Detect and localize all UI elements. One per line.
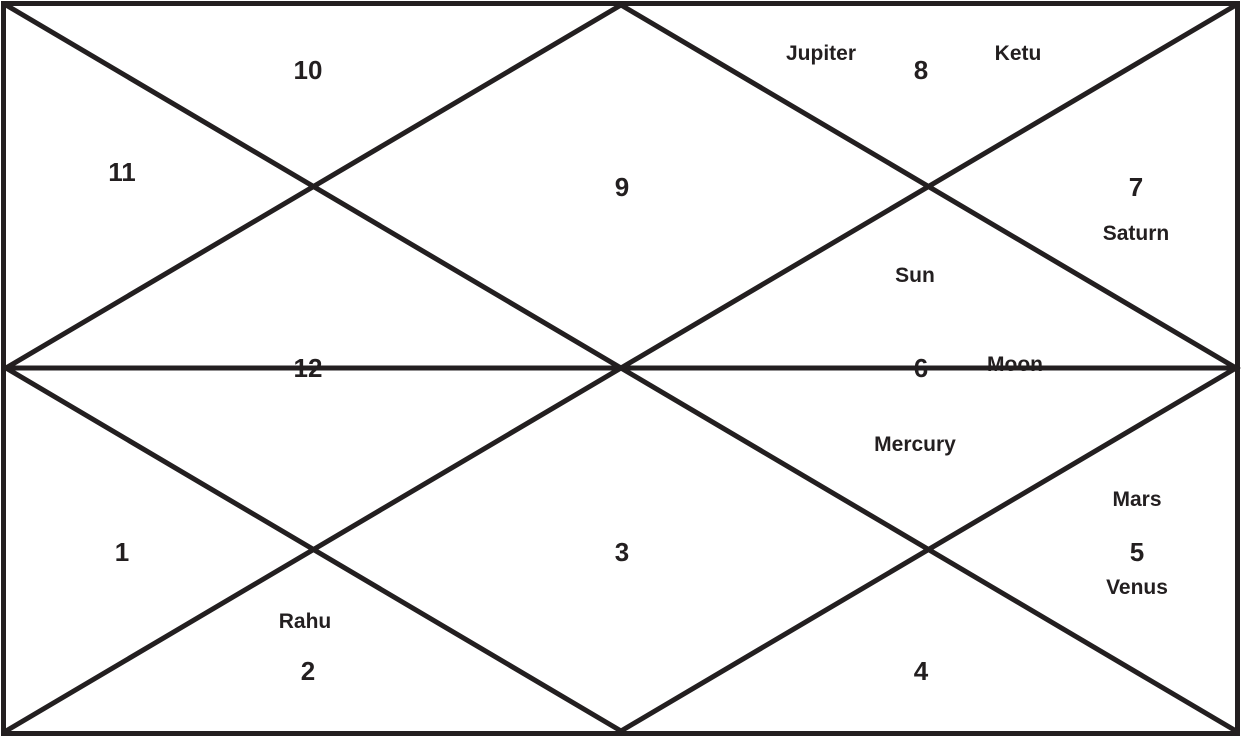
house-number-4: 4 bbox=[914, 656, 929, 686]
planet-jupiter: Jupiter bbox=[786, 42, 856, 65]
planet-mercury: Mercury bbox=[874, 433, 956, 456]
planet-sun: Sun bbox=[895, 264, 935, 287]
house-number-8: 8 bbox=[914, 55, 928, 85]
house-number-11: 11 bbox=[108, 157, 136, 187]
house-numbers: 10 9 8 11 7 12 6 1 3 5 2 4 bbox=[108, 55, 1144, 686]
house-number-6: 6 bbox=[914, 353, 928, 383]
planet-venus: Venus bbox=[1106, 576, 1168, 599]
house-number-5: 5 bbox=[1130, 537, 1144, 567]
planet-ketu: Ketu bbox=[995, 42, 1042, 65]
planet-labels: Jupiter Ketu Saturn Sun Moon Mercury Mar… bbox=[279, 42, 1170, 633]
house-number-9: 9 bbox=[615, 172, 629, 202]
planet-rahu: Rahu bbox=[279, 610, 332, 633]
house-number-3: 3 bbox=[615, 537, 629, 567]
house-number-10: 10 bbox=[294, 55, 323, 85]
planet-mars: Mars bbox=[1112, 488, 1161, 511]
house-number-12: 12 bbox=[294, 353, 323, 383]
house-number-2: 2 bbox=[301, 656, 315, 686]
house-number-1: 1 bbox=[115, 537, 129, 567]
planet-moon: Moon bbox=[987, 353, 1043, 376]
house-number-7: 7 bbox=[1129, 172, 1143, 202]
planet-saturn: Saturn bbox=[1103, 222, 1170, 245]
